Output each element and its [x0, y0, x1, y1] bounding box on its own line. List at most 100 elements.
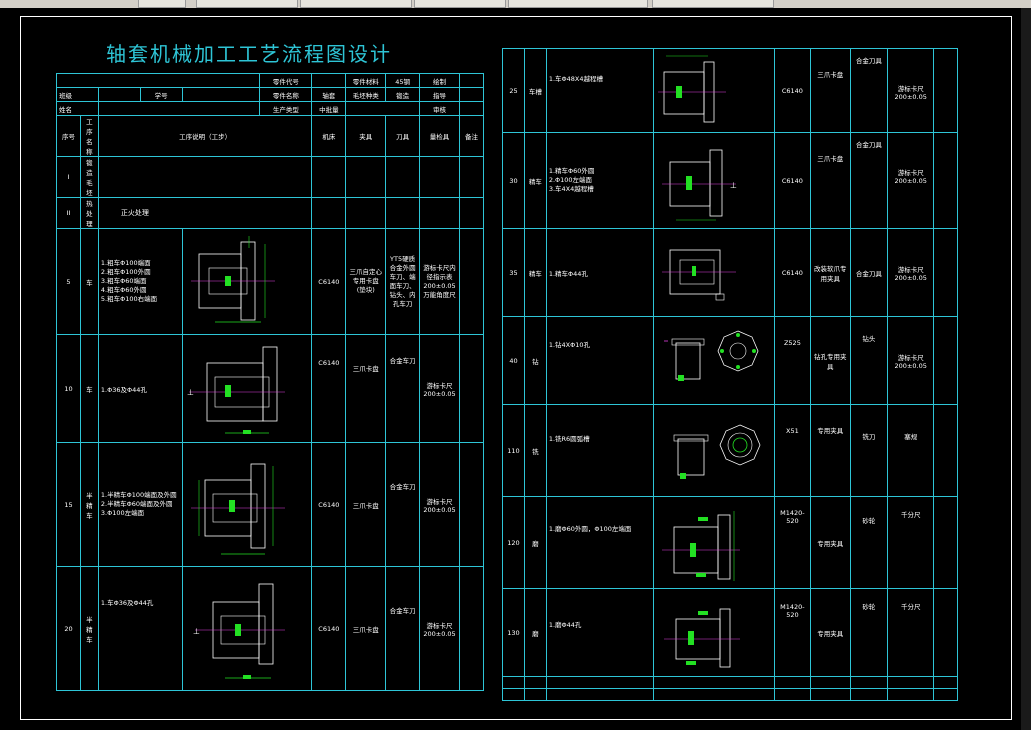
left-process-table: 零件代号 零件材料 45钢 绘制 班级 学号 零件名称 轴套 毛坯种类 锻造 指… — [55, 73, 484, 691]
row-name: 锻造毛坯 — [79, 156, 99, 198]
row-desc: 1.磨Φ60外圆，Φ100左端面 — [545, 496, 654, 589]
row-gauge: 游标卡尺200±0.05 — [419, 442, 460, 567]
value-production-type: 中批量 — [311, 101, 347, 116]
row-no: 10 — [56, 334, 81, 443]
part-drawing-30: ⊥ — [652, 132, 775, 229]
part-drawing-35 — [652, 228, 775, 317]
row-machine: M1420-520 — [773, 588, 811, 677]
table-row: 20 半精车 1.车Φ36及Φ44孔 ⊥ C6140 三爪卡盘 合金车刀 游标卡… — [56, 566, 484, 691]
desc-line: 2.半精车Φ60端面及外圆 — [100, 500, 173, 508]
row-no: II — [56, 197, 81, 229]
svg-text:⊥: ⊥ — [187, 388, 194, 397]
toolbar-tab-4[interactable] — [508, 0, 648, 8]
label-part-code: 零件代号 — [259, 73, 313, 88]
row-fixture: 钻孔专用夹具 — [809, 316, 851, 405]
row-no: 15 — [56, 442, 81, 567]
table-row — [502, 676, 958, 689]
col-machine: 机床 — [311, 115, 347, 157]
part-drawing-110 — [652, 404, 775, 497]
row-machine: C6140 — [311, 334, 347, 443]
toolbar-tab-1[interactable] — [196, 0, 298, 8]
row-name: 磨 — [523, 496, 547, 589]
svg-text:⊥: ⊥ — [730, 181, 737, 190]
table-row: 15 半精车 1.半精车Φ100端面及外圆 2.半精车Φ60端面及外圆 3.Φ1… — [56, 442, 484, 567]
toolbar-tab-2[interactable] — [300, 0, 412, 8]
row-name: 半精车 — [79, 566, 99, 691]
part-drawing-svg — [661, 249, 736, 300]
row-fixture: 三爪卡盘 — [809, 48, 851, 133]
row-tool: YT5硬质合金外圆车刀、端面车刀、钻头、内孔车刀 — [385, 228, 421, 335]
table-row: 40 钻 1.钻4XΦ10孔 Z525 钻孔专用夹具 钻头 游标卡尺200±0.… — [502, 316, 958, 405]
toolbar-icon-group[interactable] — [138, 0, 186, 8]
label-class: 班级 — [56, 87, 99, 102]
row-gauge: 游标卡尺200±0.05 — [419, 566, 460, 691]
row-name: 半精车 — [79, 442, 99, 567]
label-part-name: 零件名称 — [259, 87, 313, 102]
toolbar-tab-3[interactable] — [414, 0, 506, 8]
row-desc: 1.Φ36及Φ44孔 — [97, 334, 183, 443]
desc-line: 1.半精车Φ100端面及外圆 — [100, 491, 177, 499]
row-machine: X51 — [773, 404, 811, 497]
part-drawing-svg — [663, 608, 740, 667]
part-drawing-20: ⊥ — [181, 566, 313, 691]
row-name: 车 — [79, 228, 99, 335]
right-process-table: 25 车槽 1.车Φ48X4越程槽 C6140 三爪卡盘 合金刀具 游标卡尺20… — [502, 48, 958, 701]
desc-line: 1.粗车Φ100端面 — [100, 259, 151, 267]
label-blank-type: 毛坯种类 — [345, 87, 387, 102]
desc-line: 4.粗车Φ60外圆 — [100, 286, 147, 294]
part-drawing-svg — [190, 235, 275, 322]
row-gauge: 游标卡尺200±0.05 — [887, 316, 935, 405]
col-op-name: 工序名称 — [79, 115, 99, 157]
col-remark: 备注 — [459, 115, 484, 157]
label-material: 零件材料 — [345, 73, 387, 88]
row-tool: 合金车刀 — [385, 334, 421, 443]
row-no: 20 — [56, 566, 81, 691]
part-drawing-svg — [190, 463, 285, 554]
row-no: 120 — [502, 496, 525, 589]
part-drawing-svg — [673, 424, 761, 479]
row-desc: 1.车Φ48X4越程槽 — [545, 48, 654, 133]
row-tool: 合金车刀 — [385, 442, 421, 567]
label-drawn: 绘制 — [419, 73, 460, 88]
row-machine: Z525 — [773, 316, 811, 405]
table-row — [502, 688, 958, 701]
row-no: 5 — [56, 228, 81, 335]
row-desc: 1.磨Φ44孔 — [545, 588, 654, 677]
part-drawing-svg: ⊥ — [193, 583, 285, 679]
table-row: I 锻造毛坯 — [56, 156, 484, 198]
desc-line: 3.Φ100左端面 — [100, 509, 145, 517]
row-name: 精车 — [523, 132, 547, 229]
row-desc: 1.半精车Φ100端面及外圆 2.半精车Φ60端面及外圆 3.Φ100左端面 — [97, 442, 183, 567]
row-gauge: 游标卡尺200±0.05 — [887, 132, 935, 229]
value-material: 45钢 — [385, 73, 421, 88]
row-machine: C6140 — [773, 132, 811, 229]
row-fixture: 三爪卡盘 — [809, 132, 851, 229]
row-name: 磨 — [523, 588, 547, 677]
table-row: 120 磨 1.磨Φ60外圆，Φ100左端面 M1420-520 专用夹具 砂轮… — [502, 496, 958, 589]
row-name: 钻 — [523, 316, 547, 405]
row-desc: 1.精车Φ44孔 — [545, 228, 654, 317]
desc-line: 1.精车Φ60外圆 — [548, 167, 595, 175]
row-fixture: 三爪卡盘 — [345, 442, 387, 567]
row-fixture: 改装软爪专用夹具 — [809, 228, 851, 317]
row-no: I — [56, 156, 81, 198]
row-name: 车槽 — [523, 48, 547, 133]
label-advisor: 指导 — [419, 87, 460, 102]
row-desc: 1.车Φ36及Φ44孔 — [97, 566, 183, 691]
table-row: 130 磨 1.磨Φ44孔 M1420-520 专用夹具 砂轮 千分尺 — [502, 588, 958, 677]
row-machine: C6140 — [311, 566, 347, 691]
vertical-scrollbar[interactable] — [1021, 8, 1031, 730]
part-drawing-130 — [652, 588, 775, 677]
col-fixture: 夹具 — [345, 115, 387, 157]
row-fixture: 三爪自定心专用卡盘(垫块) — [345, 228, 387, 335]
part-drawing-svg: ⊥ — [187, 346, 285, 434]
row-machine: C6140 — [311, 442, 347, 567]
svg-text:⊥: ⊥ — [193, 627, 200, 636]
label-student-id: 学号 — [139, 87, 183, 102]
row-fixture: 专用夹具 — [809, 588, 851, 677]
row-gauge: 游标卡尺200±0.05 — [419, 334, 460, 443]
row-fixture: 三爪卡盘 — [345, 566, 387, 691]
toolbar-tab-5[interactable] — [652, 0, 774, 8]
row-no: 110 — [502, 404, 525, 497]
row-machine: C6140 — [773, 48, 811, 133]
